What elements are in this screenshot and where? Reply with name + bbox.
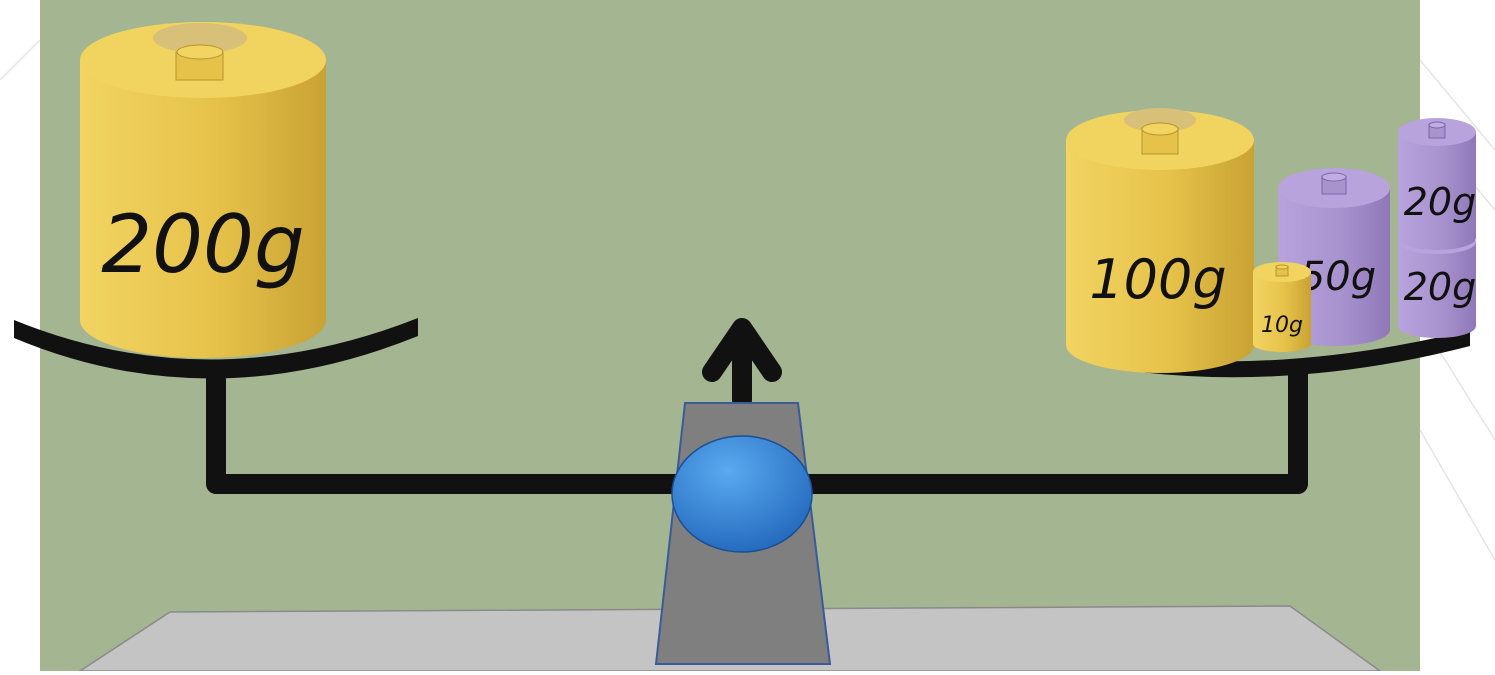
weight-label: 20g: [1404, 180, 1476, 224]
weight-10g: 10g: [1253, 262, 1311, 352]
weight-20g-top: 20g: [1398, 118, 1476, 250]
left-pan: [14, 318, 418, 379]
weight-200g: 200g: [80, 22, 326, 358]
weight-label: 200g: [101, 198, 304, 291]
weight-label: 100g: [1089, 248, 1226, 311]
weight-100g: 100g: [1066, 108, 1254, 373]
arrow-up-icon: [702, 318, 782, 410]
weight-label: 20g: [1404, 265, 1476, 309]
weight-label: 50g: [1300, 254, 1376, 300]
weight-label: 10g: [1261, 313, 1303, 338]
pivot-knob: [671, 435, 813, 553]
